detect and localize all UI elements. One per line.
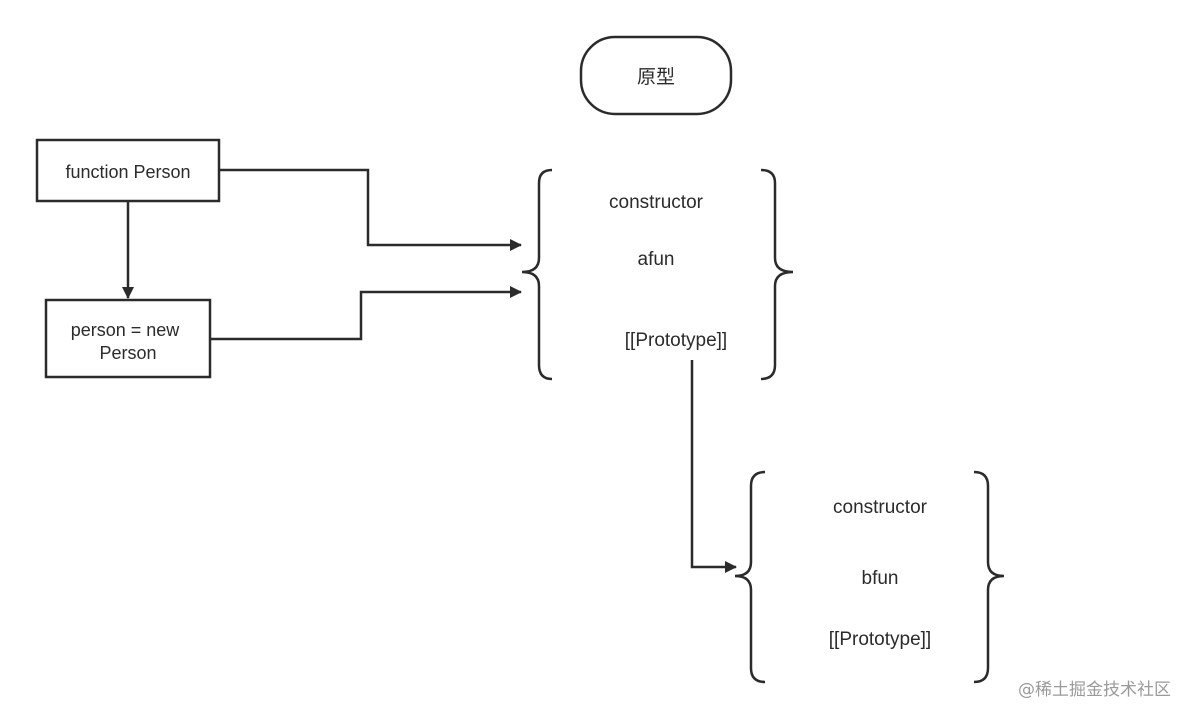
instance-label-line2: Person — [99, 343, 156, 363]
prototype-a-group: constructor afun [[Prototype]] — [521, 168, 794, 381]
function-person-node: function Person — [35, 138, 221, 203]
prototype-a-method: afun — [638, 249, 675, 270]
prototype-a-left-brace — [521, 168, 553, 381]
watermark: @稀土掘金技术社区 — [1018, 680, 1171, 700]
prototype-b-proto: [[Prototype]] — [829, 629, 931, 650]
function-person-label: function Person — [65, 162, 190, 182]
arrow-instance-to-prototype — [210, 286, 522, 341]
arrow-prototype-chain — [690, 360, 737, 573]
arrow-function-to-prototype — [219, 168, 522, 251]
title-label: 原型 — [637, 66, 675, 88]
prototype-b-left-brace — [734, 470, 766, 684]
prototype-b-method: bfun — [862, 568, 899, 589]
prototype-a-proto: [[Prototype]] — [625, 330, 727, 351]
prototype-b-constructor: constructor — [833, 497, 928, 518]
instance-node: person = new Person — [44, 298, 212, 379]
prototype-a-constructor: constructor — [609, 192, 704, 213]
prototype-b-right-brace — [973, 470, 1005, 684]
title-node: 原型 — [579, 35, 733, 116]
prototype-a-right-brace — [760, 168, 794, 381]
instance-label-line1: person = new — [71, 320, 181, 340]
prototype-b-group: constructor bfun [[Prototype]] — [734, 470, 1005, 684]
